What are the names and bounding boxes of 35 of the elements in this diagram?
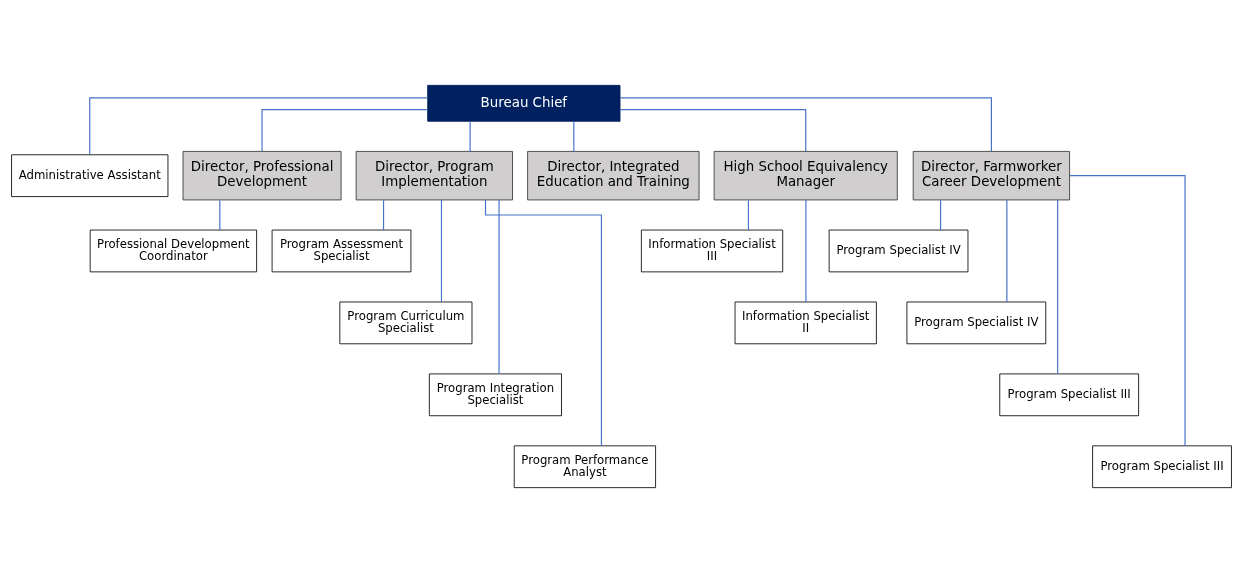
node-box: Director, Farmworker Career Development	[912, 151, 1070, 201]
connector	[573, 121, 575, 152]
connector	[619, 109, 807, 152]
connector	[1057, 199, 1059, 375]
connector	[498, 199, 500, 375]
node-box: Director, Professional Development	[182, 151, 342, 201]
node-box: Administrative Assistant	[11, 154, 169, 197]
node-box: Professional Development Coordinator	[89, 229, 258, 273]
connector	[619, 97, 992, 152]
connector	[382, 199, 385, 231]
connector	[469, 121, 471, 152]
connector	[484, 199, 602, 447]
connector	[219, 199, 221, 231]
node-box: Director, Program Implementation	[355, 151, 513, 201]
node-box: Program Performance Analyst	[513, 445, 656, 489]
connector	[1006, 199, 1008, 303]
node-box: Program Specialist III	[1092, 445, 1232, 489]
connector	[747, 199, 749, 231]
node-box: Program Specialist IV	[906, 301, 1047, 345]
connector	[440, 199, 443, 303]
node-box: Information Specialist II	[734, 301, 877, 345]
connector	[89, 97, 429, 155]
node-box: Information Specialist III	[640, 229, 784, 273]
connector	[261, 109, 429, 152]
connector	[940, 199, 942, 231]
node-box: Program Specialist III	[999, 373, 1139, 417]
connector	[805, 199, 807, 303]
connector	[1069, 175, 1186, 447]
node-box: High School Equivalency Manager	[713, 151, 898, 201]
node-box: Director, Integrated Education and Training	[527, 151, 700, 201]
node-box: Program Curriculum Specialist	[339, 301, 473, 345]
node-box: Program Integration Specialist	[428, 373, 562, 417]
node-box: Bureau Chief	[427, 84, 621, 122]
node-box: Program Assessment Specialist	[271, 229, 412, 273]
node-box: Program Specialist IV	[828, 229, 969, 273]
